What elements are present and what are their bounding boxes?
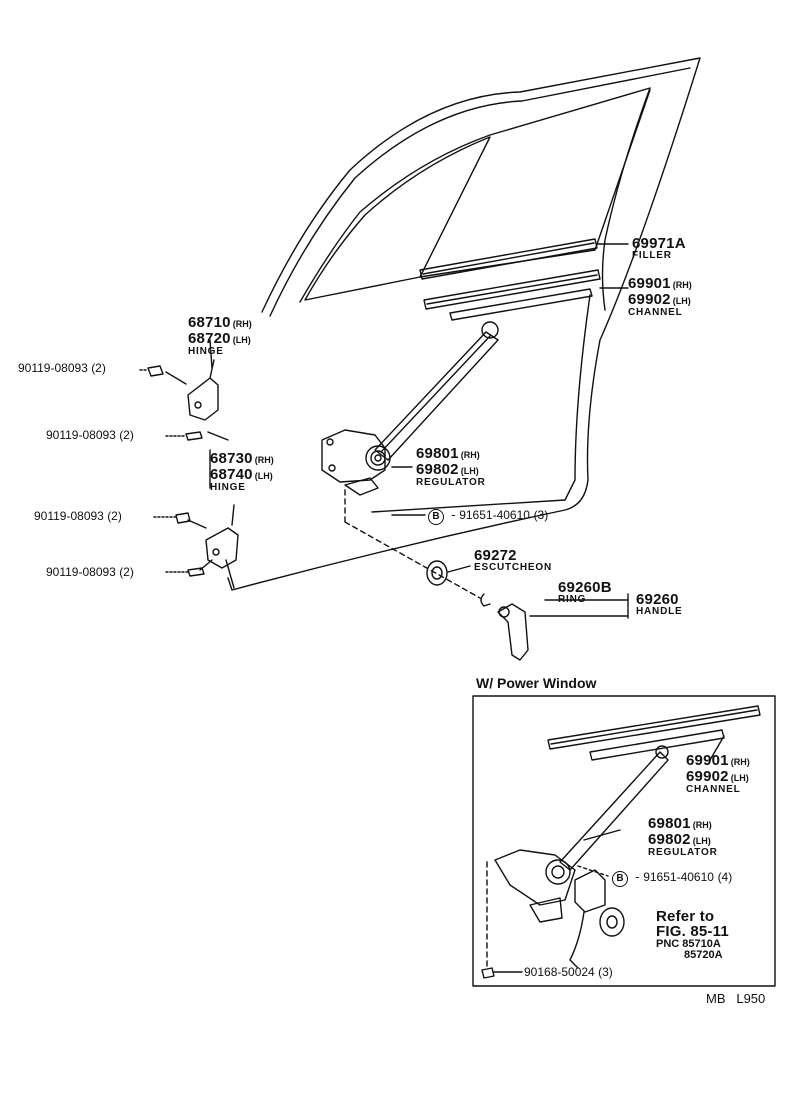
- handle-assembly: [344, 489, 529, 661]
- pw-bolt-b-marker: B: [612, 871, 628, 887]
- pw-channel-lh-tag: (LH): [730, 773, 749, 783]
- power-window-title: W/ Power Window: [476, 675, 597, 691]
- pw-regulator-lh-tag: (LH): [692, 836, 711, 846]
- hinge-bolt-4-qty: (2): [119, 565, 134, 579]
- lower-hinge-callout: 68730(RH) 68740(LH) HINGE: [210, 451, 274, 493]
- hinge-bolt-4-number: 90119-08093: [46, 565, 116, 579]
- hinge-bolt-3-number: 90119-08093: [34, 509, 104, 523]
- upper-hinge-rh-tag: (RH): [232, 319, 252, 329]
- pw-screw-callout: 90168-50024 (3): [524, 966, 613, 978]
- door-frame-outline: [225, 57, 701, 591]
- handle-callout: 69260 HANDLE: [636, 592, 682, 617]
- upper-hinge-name: HINGE: [188, 346, 224, 357]
- refer-line-1: Refer to: [656, 908, 715, 925]
- pw-screw-number: 90168-50024: [524, 965, 595, 979]
- hinge-bolts: [139, 365, 205, 577]
- filler-callout: 69971A FILLER: [632, 236, 686, 261]
- regulator-rh-number: 69801: [416, 445, 459, 462]
- ring-callout: 69260B RING: [558, 580, 612, 605]
- lower-hinge-name: HINGE: [210, 482, 246, 493]
- upper-hinge-callout: 68710(RH) 68720(LH) HINGE: [188, 315, 252, 357]
- channel-rh-number: 69901: [628, 275, 671, 292]
- upper-hinge-lh-number: 68720: [188, 330, 231, 347]
- hinge-bolt-label-3: 90119-08093 (2): [34, 510, 122, 522]
- regulator-mechanism: [321, 321, 499, 496]
- refer-pnc-2: 85720A: [684, 949, 723, 961]
- regulator-callout: 69801(RH) 69802(LH) REGULATOR: [416, 446, 486, 488]
- filler-name: FILLER: [632, 250, 672, 261]
- channel-rh-tag: (RH): [672, 280, 692, 290]
- hinge-bolt-label-4: 90119-08093 (2): [46, 566, 134, 578]
- escutcheon-callout: 69272 ESCUTCHEON: [474, 548, 552, 573]
- handle-name: HANDLE: [636, 606, 683, 617]
- upper-hinge: [165, 339, 229, 441]
- hinge-bolt-2-number: 90119-08093: [46, 428, 116, 442]
- channel-lh-tag: (LH): [672, 296, 691, 306]
- channel-strip: [423, 269, 629, 321]
- ring-name: RING: [558, 594, 587, 605]
- bolt-b-callout: B - 91651-40610 (3): [428, 508, 548, 525]
- channel-name: CHANNEL: [628, 307, 683, 318]
- pw-channel-rh-tag: (RH): [730, 757, 750, 767]
- lower-hinge-rh-number: 68730: [210, 450, 253, 467]
- refer-line-2: FIG. 85-11: [656, 923, 729, 940]
- pw-bolt-b-dash: -: [631, 869, 640, 884]
- pw-bolt-b-part-number: 91651-40610: [643, 870, 714, 884]
- pw-bolt-b-callout: B - 91651-40610 (4): [612, 870, 732, 887]
- lower-hinge-lh-tag: (LH): [254, 471, 273, 481]
- handle-part-number: 69260: [636, 591, 679, 608]
- pw-regulator-lh-number: 69802: [648, 831, 691, 848]
- hinge-bolt-1-qty: (2): [91, 361, 106, 375]
- pw-channel-callout: 69901(RH) 69902(LH) CHANNEL: [686, 753, 750, 795]
- regulator-lh-number: 69802: [416, 461, 459, 478]
- pw-channel-lh-number: 69902: [686, 768, 729, 785]
- pw-channel-name: CHANNEL: [686, 784, 741, 795]
- bolt-b-part-number: 91651-40610: [459, 508, 530, 522]
- lower-hinge-rh-tag: (RH): [254, 455, 274, 465]
- pw-regulator-callout: 69801(RH) 69802(LH) REGULATOR: [648, 816, 718, 858]
- escutcheon-name: ESCUTCHEON: [474, 562, 553, 573]
- pw-bolt-b-qty: (4): [717, 870, 733, 884]
- pw-regulator-rh-tag: (RH): [692, 820, 712, 830]
- upper-hinge-lh-tag: (LH): [232, 335, 251, 345]
- pw-channel-rh-number: 69901: [686, 752, 729, 769]
- hinge-bolt-label-1: 90119-08093 (2): [18, 362, 106, 374]
- hinge-bolt-2-qty: (2): [119, 428, 134, 442]
- pw-regulator-name: REGULATOR: [648, 847, 718, 858]
- filler-strip: [419, 238, 629, 280]
- hinge-bolt-3-qty: (2): [107, 509, 122, 523]
- regulator-name: REGULATOR: [416, 477, 486, 488]
- hinge-bolt-1-number: 90119-08093: [18, 361, 88, 375]
- regulator-lh-tag: (LH): [460, 466, 479, 476]
- regulator-rh-tag: (RH): [460, 450, 480, 460]
- lower-hinge-lh-number: 68740: [210, 466, 253, 483]
- pw-regulator-rh-number: 69801: [648, 815, 691, 832]
- power-window-box: [472, 695, 776, 987]
- filler-part-number: 69971A: [632, 235, 686, 252]
- channel-lh-number: 69902: [628, 291, 671, 308]
- leader-lines: [529, 593, 629, 619]
- footer-code: MB L950: [706, 991, 766, 1006]
- ring-part-number: 69260B: [558, 579, 612, 596]
- hinge-bolt-label-2: 90119-08093 (2): [46, 429, 134, 441]
- upper-hinge-rh-number: 68710: [188, 314, 231, 331]
- pw-screw-qty: (3): [598, 965, 613, 979]
- bolt-b-marker: B: [428, 509, 444, 525]
- bolt-b-dash: -: [447, 507, 456, 522]
- escutcheon-part-number: 69272: [474, 547, 517, 564]
- bolt-b-qty: (3): [533, 508, 549, 522]
- power-window-mechanism: [481, 705, 761, 979]
- refer-pnc-1: PNC 85710A: [656, 938, 721, 950]
- channel-callout: 69901(RH) 69902(LH) CHANNEL: [628, 276, 692, 318]
- refer-callout: Refer to FIG. 85-11 PNC 85710A 85720A: [656, 909, 729, 961]
